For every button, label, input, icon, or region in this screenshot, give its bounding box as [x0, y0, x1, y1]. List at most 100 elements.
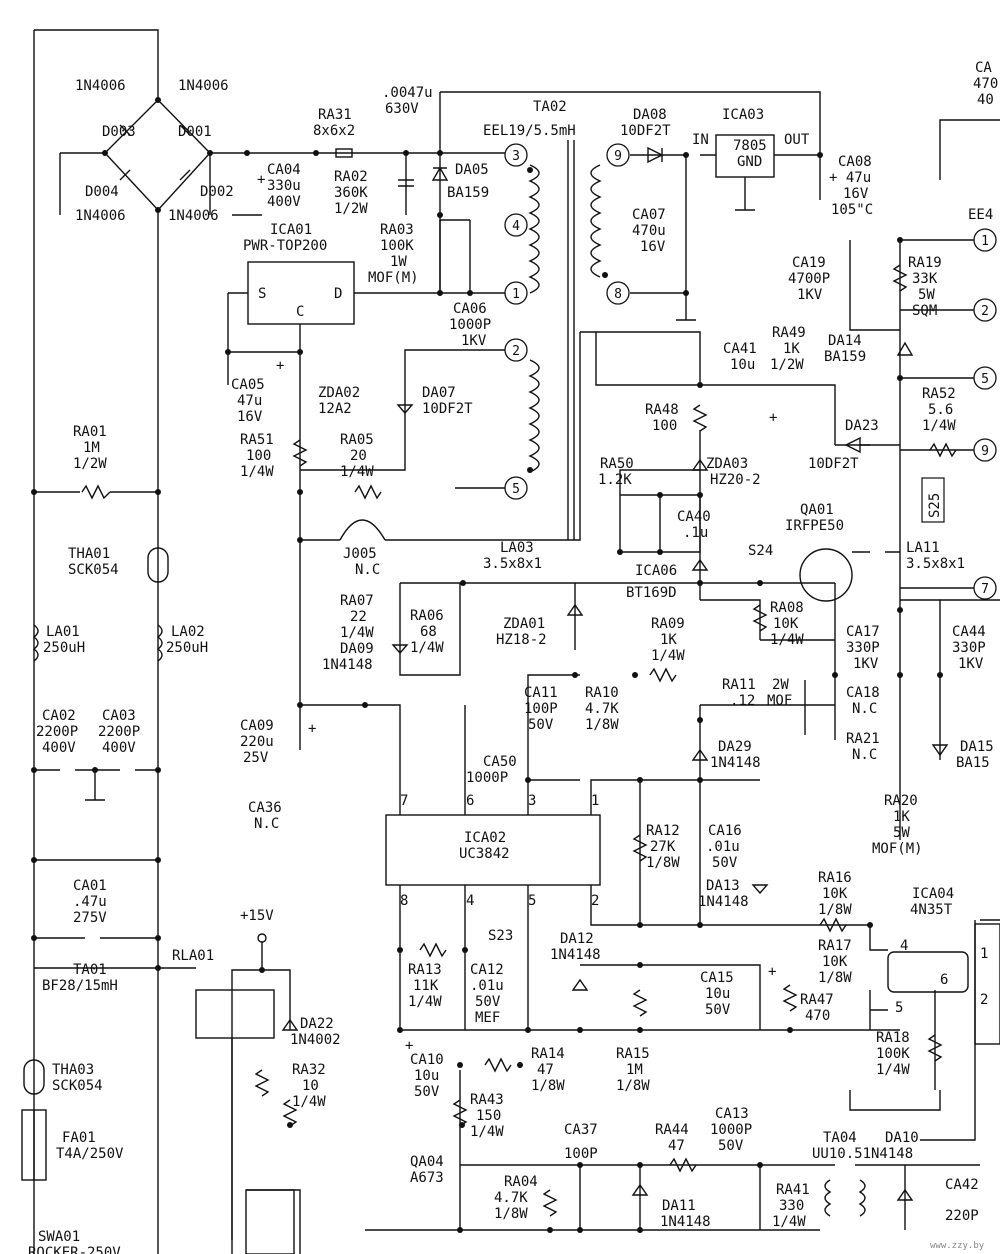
component-label: 250uH	[166, 640, 208, 656]
component-label: DA05	[455, 162, 489, 178]
component-label: DA08	[633, 107, 667, 123]
component-label: DA09	[340, 641, 374, 657]
pin-marker: 1	[973, 228, 997, 252]
component-label: 40	[977, 92, 994, 108]
component-label: RA03	[380, 222, 414, 238]
pin-marker: 7	[973, 576, 997, 600]
component-label: 50V	[528, 717, 554, 733]
component-label: LA01	[46, 624, 80, 640]
pin-circle	[606, 281, 630, 305]
component-label: 1KV	[797, 287, 823, 303]
component-label: MOF(M)	[368, 270, 419, 286]
component-label: CA37	[564, 1122, 598, 1138]
wiring	[21, 29, 1000, 1254]
component-label: 100P	[564, 1146, 598, 1162]
component-label: 27K	[650, 839, 676, 855]
pin-marker: 3	[504, 143, 528, 167]
component-label: DA07	[422, 385, 456, 401]
component-label: 5	[528, 893, 536, 909]
component-label: T4A/250V	[56, 1146, 124, 1162]
component-label: 47	[668, 1138, 685, 1154]
component-label: CA15	[700, 970, 734, 986]
component-label: CA11	[524, 685, 558, 701]
component-label: 4.7K	[585, 701, 619, 717]
component-label: +15V	[240, 908, 274, 924]
component-label: 12A2	[318, 401, 352, 417]
component-label: RA43	[470, 1092, 504, 1108]
component-label: 1	[591, 793, 599, 809]
component-label: 16V	[843, 186, 869, 202]
component-label: N.C	[852, 747, 877, 763]
pin-number: 5	[512, 482, 520, 497]
component-label: 400V	[42, 740, 76, 756]
component-label: 105"C	[831, 202, 873, 218]
component-label: 10	[302, 1078, 319, 1094]
component-label: CA16	[708, 823, 742, 839]
pin-marker: 2	[973, 298, 997, 322]
component-label: 1W	[390, 254, 407, 270]
component-label: ICA03	[722, 107, 764, 123]
component-label: RA20	[884, 793, 918, 809]
component-label: RA48	[645, 402, 679, 418]
component-label: CA09	[240, 718, 274, 734]
component-label: 1/4W	[410, 640, 444, 656]
component-label: 16V	[237, 409, 263, 425]
pin-marker: 4	[504, 213, 528, 237]
component-label: 50V	[712, 855, 738, 871]
component-label: MEF	[475, 1010, 500, 1026]
component-label: RA31	[318, 107, 352, 123]
component-label: 1N4006	[178, 78, 229, 94]
component-label: 330P	[952, 640, 986, 656]
component-label: 330P	[846, 640, 880, 656]
component-label: 1/8W	[585, 717, 619, 733]
component-label: RA14	[531, 1046, 565, 1062]
component-label: TA02	[533, 99, 567, 115]
component-label: ZDA02	[318, 385, 360, 401]
component-label: D002	[200, 184, 234, 200]
pin-marker: 1	[504, 281, 528, 305]
component-label: 1K	[893, 809, 910, 825]
component-label: + 47u	[829, 170, 871, 186]
component-label: CA08	[838, 154, 872, 170]
component-label: 5W	[893, 825, 910, 841]
component-label: 1/4W	[772, 1214, 806, 1230]
component-label: 10u	[705, 986, 730, 1002]
component-label: RA07	[340, 593, 374, 609]
component-label: 47	[537, 1062, 554, 1078]
component-label: 1/8W	[616, 1078, 650, 1094]
component-label: 330u	[267, 178, 301, 194]
component-label: DA12	[560, 931, 594, 947]
component-label: 1K	[660, 632, 677, 648]
component-label: RA32	[292, 1062, 326, 1078]
component-label: 1N4006	[75, 208, 126, 224]
component-label: CA04	[267, 162, 301, 178]
component-label: +	[768, 964, 776, 980]
pin-number: 9	[981, 444, 989, 459]
component-label: 50V	[718, 1138, 744, 1154]
component-label: 1/2W	[334, 201, 368, 217]
component-label: RA06	[410, 608, 444, 624]
pin-circle	[504, 143, 528, 167]
component-label: 11K	[413, 978, 439, 994]
component-label: 150	[476, 1108, 501, 1124]
pin-circle	[973, 298, 997, 322]
component-label: RA47	[800, 992, 834, 1008]
component-label: RA17	[818, 938, 852, 954]
component-label: 4	[900, 938, 908, 954]
component-label: CA10	[410, 1052, 444, 1068]
component-label: 2	[980, 992, 988, 1008]
component-label: 2W	[772, 677, 789, 693]
component-label: CA42	[945, 1177, 979, 1193]
pin-number: 4	[512, 219, 520, 234]
component-label: BA159	[824, 349, 866, 365]
component-label: 5W	[918, 287, 935, 303]
component-label: 10u	[730, 357, 755, 373]
component-label: 33K	[912, 271, 938, 287]
component-label: RA04	[504, 1174, 538, 1190]
pin-number: 2	[512, 344, 520, 359]
component-label: 1/4W	[408, 994, 442, 1010]
component-label: 10DF2T	[808, 456, 859, 472]
component-label: SCK054	[52, 1078, 103, 1094]
